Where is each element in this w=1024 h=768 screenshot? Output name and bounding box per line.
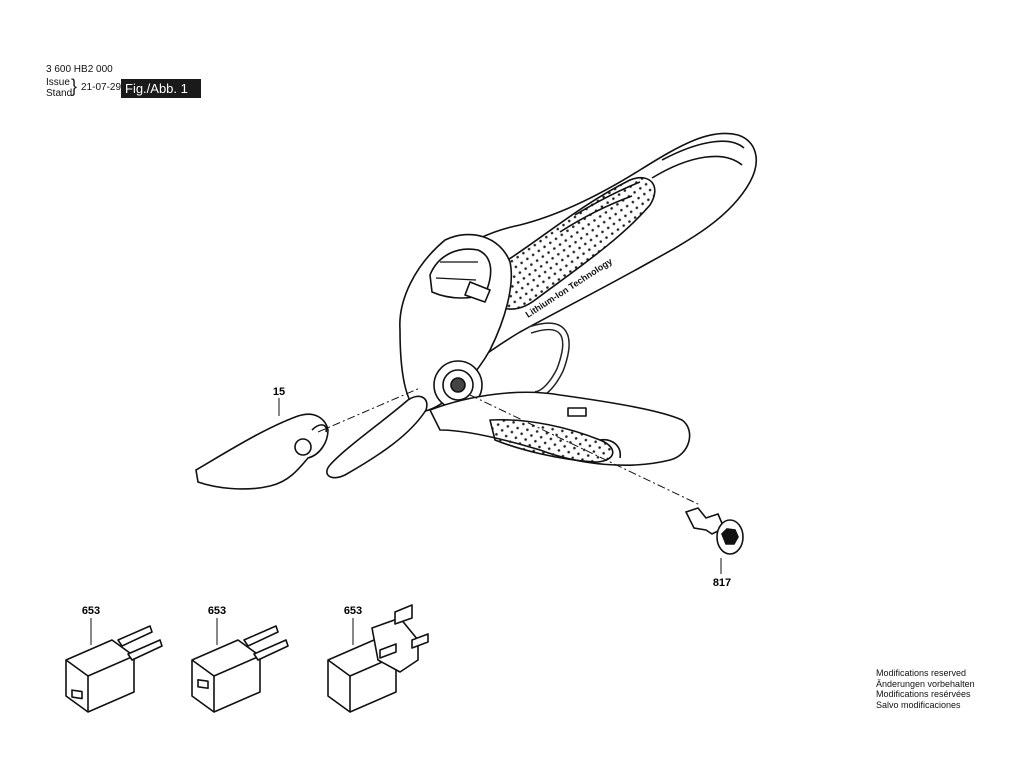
part-label-817: 817: [713, 577, 731, 589]
part-15-blade: [195, 413, 329, 490]
issue-label: Issue: [46, 77, 70, 88]
note-line-de: Änderungen vorbehalten: [876, 678, 975, 689]
part-label-653-b: 653: [208, 605, 226, 617]
issue-stand-labels: Issue Stand: [46, 77, 72, 99]
note-line-fr: Modifications resérvées: [876, 689, 971, 699]
stand-label: Stand: [46, 88, 73, 99]
issue-date: 21-07-29: [81, 82, 122, 93]
note-line-es: Salvo modificaciones: [876, 699, 961, 710]
fixed-blade: [326, 395, 428, 479]
charger-eu-2: [191, 625, 289, 713]
document-number: 3 600 HB2 000: [46, 64, 113, 75]
charger-uk: [327, 604, 429, 713]
part-817-screw: [684, 507, 744, 555]
pruner-body: [399, 132, 758, 466]
modifications-note: Modifications reserved Änderungen vorbeh…: [876, 668, 975, 710]
assembly-axis-screw: [469, 394, 701, 506]
part-label-15: 15: [273, 386, 285, 398]
charger-eu-1: [65, 625, 163, 713]
note-line-en: Modifications reserved: [876, 668, 967, 678]
part-label-653-a: 653: [82, 605, 100, 617]
brace-glyph: }: [71, 76, 78, 96]
assembly-axis: [317, 387, 421, 433]
part-label-653-c: 653: [344, 605, 362, 617]
figure-label: Fig./Abb. 1: [121, 79, 201, 98]
